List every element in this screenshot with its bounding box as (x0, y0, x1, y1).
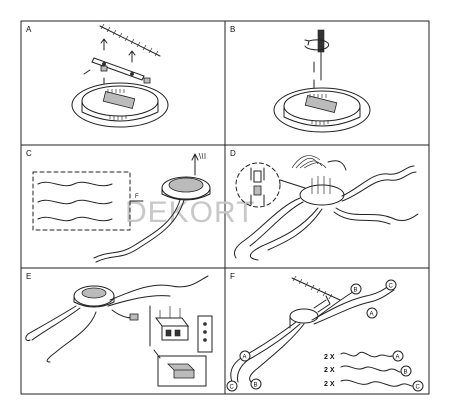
arm-f-2 (249, 323, 305, 385)
panel-d-illustration (233, 155, 419, 261)
panel-label-a: A (26, 25, 32, 34)
mounting-bar (91, 57, 145, 81)
ceiling-hatch (99, 23, 161, 57)
arm-f-4 (315, 289, 357, 319)
arm-outer (93, 199, 181, 259)
callout-box (32, 171, 131, 231)
svg-text:C: C (416, 385, 421, 391)
arm-d-4 (335, 207, 419, 221)
legend-row-a: 2 X A (324, 350, 404, 362)
terminal-block (155, 317, 189, 341)
svg-text:B: B (254, 383, 258, 389)
connector-top (253, 170, 262, 183)
arm-f-3 (311, 283, 393, 321)
power-cable (111, 309, 133, 319)
arrow-up-right (128, 50, 136, 63)
panel-label-f: F (230, 272, 235, 281)
panel-c-illustration: F (32, 152, 211, 263)
wave-strip-2 (37, 199, 113, 205)
legend-count-c: 2 X (324, 381, 335, 388)
marker-c-top: C (385, 279, 397, 291)
detail-zoom-circle (235, 162, 281, 208)
legend-row-c: 2 X C (324, 379, 424, 392)
legend-count-a: 2 X (324, 354, 335, 361)
wave-strip-3 (37, 216, 113, 222)
wave-strip-1 (37, 181, 113, 187)
callout-label: F (135, 194, 139, 200)
panel-label-d: D (230, 149, 236, 158)
marker-a-right: A (366, 307, 378, 319)
ceiling-line-f (291, 277, 341, 301)
panel-b-illustration (273, 29, 371, 133)
svg-text:A: A (370, 312, 374, 318)
arm-e-3 (46, 311, 97, 363)
panel-label-b: B (230, 25, 235, 34)
marker-a-left: A (239, 350, 251, 362)
wall-plug-left (100, 65, 108, 72)
panel-a-illustration (71, 23, 169, 128)
panel-label-c: C (26, 149, 32, 158)
svg-text:B: B (354, 288, 358, 294)
svg-text:A: A (396, 355, 400, 361)
wall-plug-right (143, 77, 151, 84)
legend-row-b: 2 X B (324, 365, 412, 377)
svg-text:C: C (389, 284, 394, 290)
lamp-body-d (299, 184, 345, 206)
connector-bottom (253, 185, 262, 196)
arm-d-3 (341, 165, 415, 197)
detail-box-e (157, 355, 207, 387)
connector-tag (197, 315, 213, 353)
svg-text:B: B (404, 370, 408, 376)
driver-box (102, 91, 136, 109)
rotate-arrow (304, 39, 330, 51)
arrow-up-left (100, 38, 108, 51)
arm-f-1 (230, 321, 297, 383)
marker-b-top: B (350, 283, 362, 295)
panel-f-illustration: A B C A B C 2 X A 2 X (226, 275, 424, 392)
arm-d-2 (249, 207, 319, 261)
driver-box-b (304, 95, 338, 113)
watermark: DEKORT (125, 196, 255, 229)
svg-text:C: C (230, 385, 235, 391)
wire-loose (327, 160, 347, 171)
lamp-body-f (289, 308, 319, 324)
arrow-wire-up (191, 153, 199, 176)
arm-d-1 (233, 197, 301, 259)
marker-c-left: C (226, 380, 238, 392)
panel-label-e: E (26, 272, 31, 281)
svg-text:A: A (243, 355, 247, 361)
marker-b-left: B (250, 378, 262, 390)
arm-e-1 (25, 305, 77, 341)
arm-e-2 (109, 275, 209, 301)
panel-e-illustration (25, 275, 213, 387)
legend-count-b: 2 X (324, 367, 335, 374)
